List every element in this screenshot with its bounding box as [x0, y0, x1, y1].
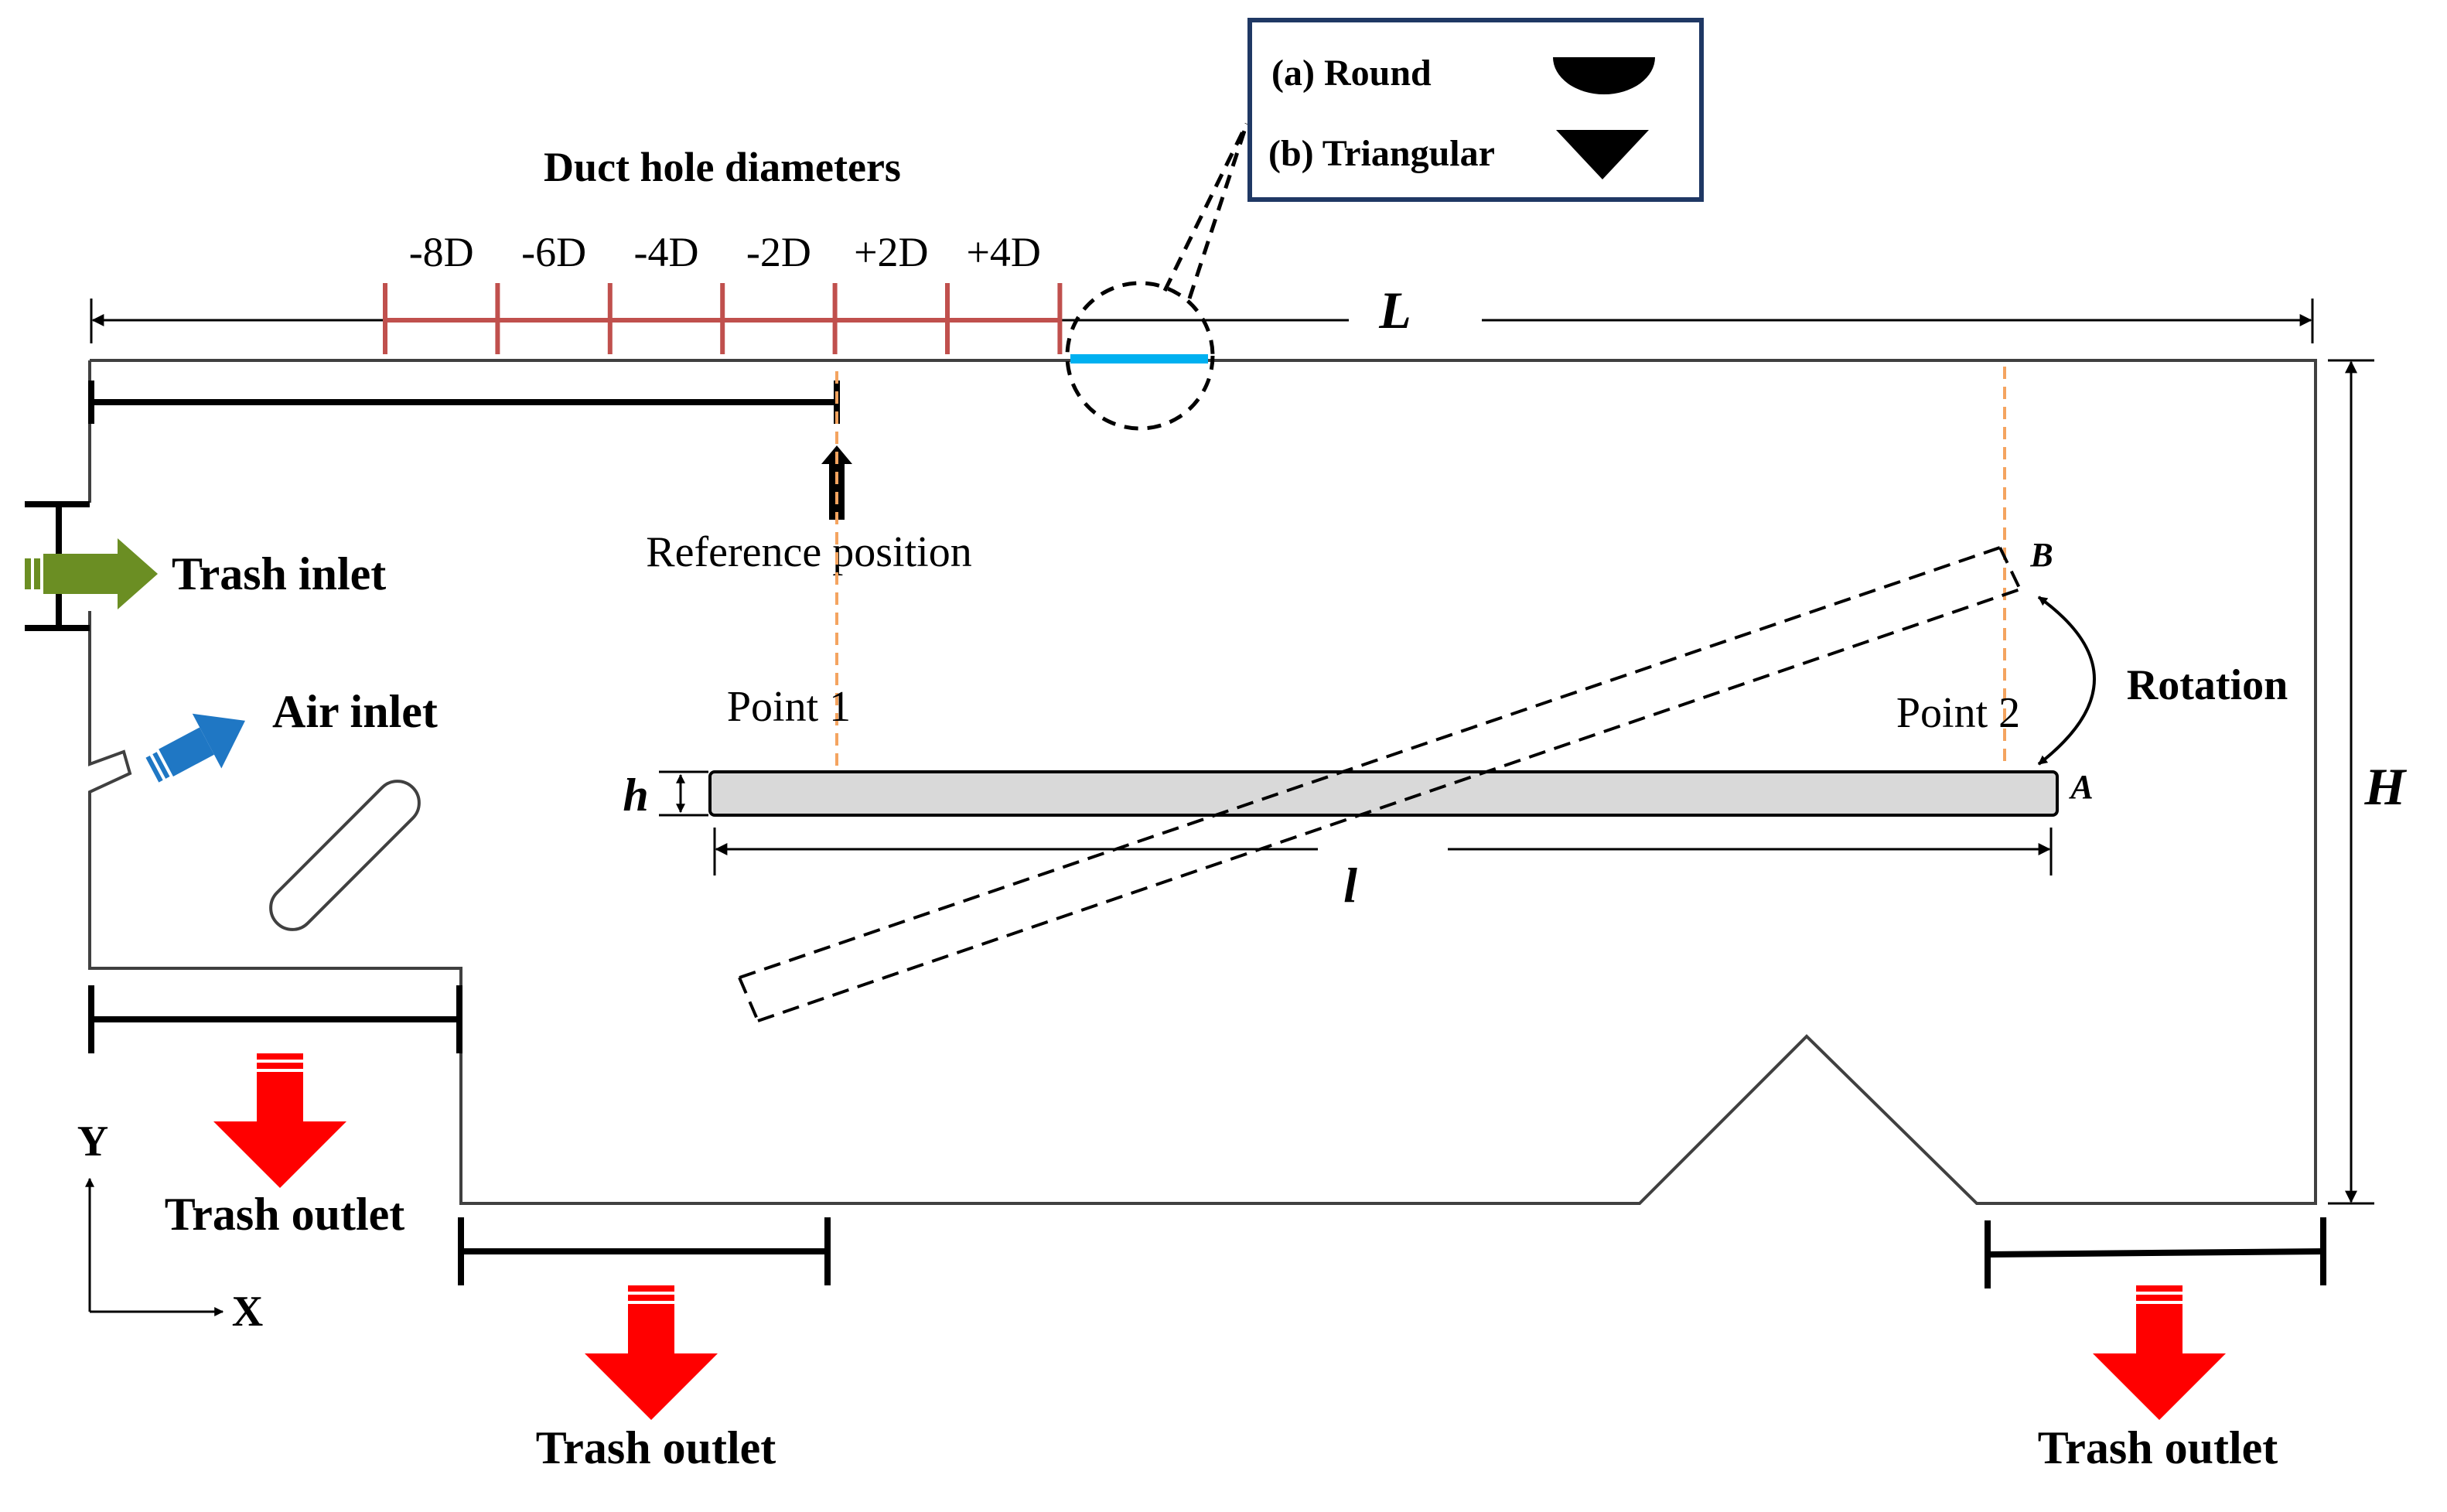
- outlet-bracket-left: [88, 985, 462, 1053]
- axis-y-label: Y: [77, 1118, 108, 1166]
- trash-inlet-label: Trash inlet: [172, 548, 386, 599]
- legend-box: [1247, 18, 1704, 202]
- rotated-plate: [738, 546, 2022, 1022]
- rotation-arc: [2037, 596, 2096, 766]
- half-circle-icon: [1553, 57, 1655, 94]
- trash-outlet-arrow-middle: [585, 1285, 718, 1420]
- trash-outlet-middle-label: Trash outlet: [536, 1422, 776, 1473]
- outlet-bracket-middle: [458, 1217, 831, 1285]
- reference-bracket: [88, 381, 840, 424]
- duct-position-label: -4D: [634, 229, 699, 275]
- duct-position-label: -2D: [746, 229, 811, 275]
- duct-scale: -8D -6D -4D -2D +2D +4D: [383, 229, 1063, 354]
- legend-triangular-label: (b) Triangular: [1268, 133, 1495, 174]
- label-l: l: [1343, 858, 1357, 913]
- internal-slot: [269, 780, 421, 931]
- duct-position-label: -6D: [521, 229, 586, 275]
- dimension-l: [713, 828, 2053, 875]
- duct-hole-diameters-title: Duct hole diameters: [544, 144, 901, 190]
- trash-outlet-arrow-left: [213, 1053, 346, 1188]
- point2-label: Point 2: [1896, 689, 2020, 737]
- air-inlet-arrow: [145, 713, 245, 783]
- down-triangle-icon: [1556, 130, 1649, 179]
- trash-outlet-arrow-right: [2093, 1285, 2226, 1420]
- dimension-h: [659, 770, 708, 817]
- label-L: L: [1378, 281, 1411, 340]
- reference-position-label: Reference position: [646, 528, 971, 576]
- point1-label: Point 1: [727, 683, 851, 731]
- duct-position-label: -8D: [409, 229, 474, 275]
- magnifier-circle: [1065, 281, 1215, 431]
- corner-B-label: B: [2029, 536, 2053, 574]
- deflector-plate: [708, 770, 2059, 817]
- legend-round-label: (a) Round: [1271, 53, 1432, 94]
- coordinate-axes: [85, 1177, 224, 1316]
- trash-inlet-arrow: [25, 538, 158, 609]
- label-h: h: [623, 770, 648, 821]
- axis-x-label: X: [232, 1288, 263, 1336]
- trash-outlet-left-label: Trash outlet: [165, 1189, 405, 1240]
- outlet-bracket-right: [1985, 1217, 2326, 1288]
- rotation-label: Rotation: [2127, 661, 2288, 709]
- magnifier-leader: [1162, 122, 1249, 299]
- duct-position-label: +2D: [854, 229, 928, 275]
- label-H: H: [2364, 757, 2408, 816]
- air-inlet-label: Air inlet: [272, 686, 438, 737]
- corner-A-label: A: [2068, 768, 2093, 806]
- dimension-H: [2328, 359, 2374, 1205]
- housing-outline: [88, 359, 2317, 1205]
- trash-outlet-right-label: Trash outlet: [2038, 1422, 2278, 1473]
- duct-position-label: +4D: [966, 229, 1040, 275]
